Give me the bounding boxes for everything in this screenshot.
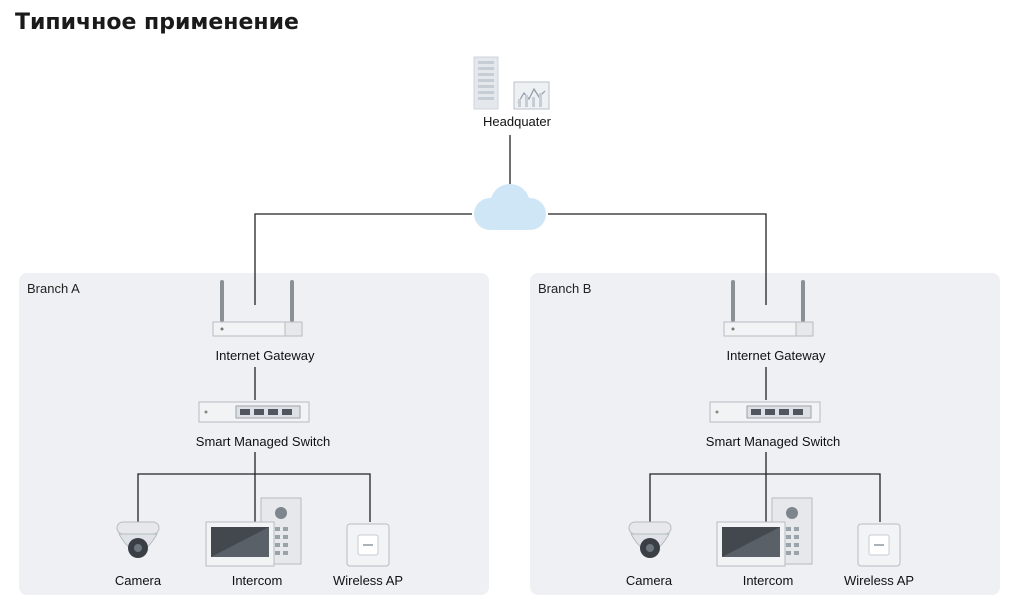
internet-gateway-a-icon	[212, 280, 303, 337]
internet-gateway-b-icon	[723, 280, 814, 337]
wireless-ap-b-icon	[857, 523, 901, 567]
branch-b-title: Branch B	[538, 281, 592, 296]
internet-cloud-icon	[474, 184, 546, 230]
intercom-b-label: Intercom	[742, 573, 794, 588]
smart-switch-a-icon	[198, 401, 310, 423]
camera-a-label: Camera	[114, 573, 162, 588]
dome-camera-a-icon	[116, 521, 160, 558]
branch-a-title: Branch A	[27, 281, 80, 296]
gateway-b-label: Internet Gateway	[726, 348, 826, 363]
gateway-a-label: Internet Gateway	[215, 348, 315, 363]
intercom-a-icon	[205, 497, 302, 567]
intercom-a-label: Intercom	[231, 573, 283, 588]
wireless-ap-a-icon	[346, 523, 390, 567]
dome-camera-b-icon	[628, 521, 672, 558]
wireless-ap-a-label: Wireless AP	[332, 573, 404, 588]
wireless-ap-b-label: Wireless AP	[843, 573, 915, 588]
headquarter-label: Headquater	[483, 114, 551, 129]
camera-b-label: Camera	[625, 573, 673, 588]
switch-a-label: Smart Managed Switch	[195, 434, 331, 449]
switch-b-label: Smart Managed Switch	[705, 434, 841, 449]
smart-switch-b-icon	[709, 401, 821, 423]
page-title: Типичное применение	[15, 10, 299, 35]
intercom-b-icon	[716, 497, 813, 567]
headquarter-building-icon	[473, 56, 550, 110]
